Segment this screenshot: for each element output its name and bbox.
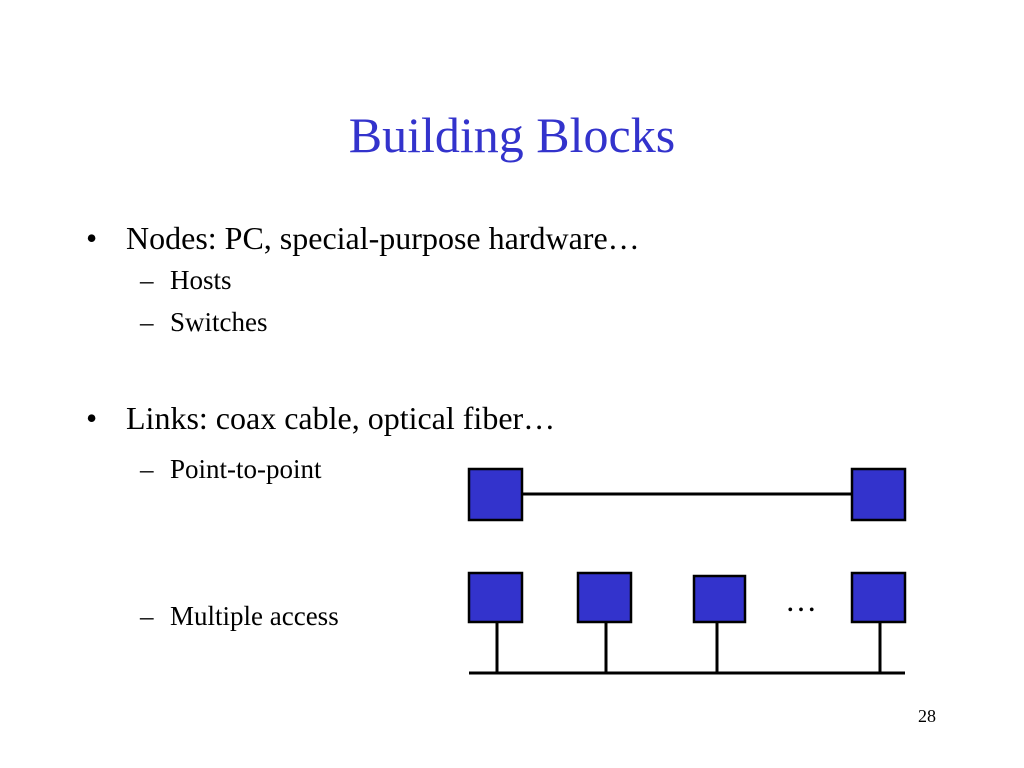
- subitem-text: Point-to-point: [170, 454, 322, 484]
- sub-glyph: –: [140, 454, 154, 484]
- subitem-text: Multiple access: [170, 601, 339, 631]
- bus-node-3: [692, 574, 747, 624]
- node-right: [850, 467, 907, 522]
- bullet-glyph: •: [86, 400, 98, 436]
- subitem-multiple-access: – Multiple access: [140, 599, 339, 633]
- bullet-glyph: •: [86, 220, 98, 256]
- point-to-point-diagram: [467, 467, 907, 522]
- bullet-nodes: • Nodes: PC, special-purpose hardware…: [86, 218, 640, 258]
- subitem-text: Switches: [170, 307, 268, 337]
- more-nodes-ellipsis: …: [785, 582, 817, 618]
- multiple-access-diagram: …: [467, 571, 907, 675]
- subitem-point-to-point: – Point-to-point: [140, 452, 322, 486]
- slide-title: Building Blocks: [348, 107, 676, 163]
- bus-node-2: [576, 571, 633, 624]
- subitem-hosts: – Hosts: [140, 263, 232, 297]
- page-number: 28: [918, 706, 936, 726]
- subitem-switches: – Switches: [140, 305, 268, 339]
- subitem-text: Hosts: [170, 265, 232, 295]
- bus-node-1: [467, 571, 524, 624]
- bus-node-4: [850, 571, 907, 624]
- bullet-text: Nodes: PC, special-purpose hardware…: [126, 220, 640, 256]
- sub-glyph: –: [140, 307, 154, 337]
- sub-glyph: –: [140, 265, 154, 295]
- bullet-text: Links: coax cable, optical fiber…: [126, 400, 556, 436]
- node-left: [467, 467, 524, 522]
- sub-glyph: –: [140, 601, 154, 631]
- bullet-links: • Links: coax cable, optical fiber…: [86, 398, 556, 438]
